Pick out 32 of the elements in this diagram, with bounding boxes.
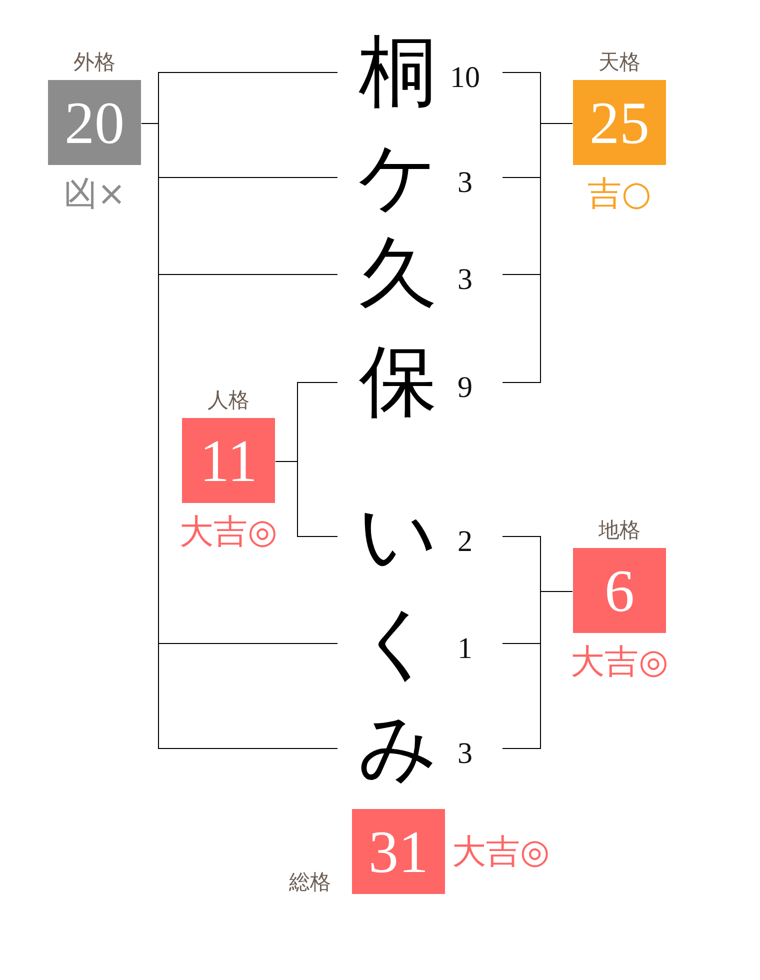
category-label: 人格 xyxy=(208,388,250,412)
fortune-label: 吉○ xyxy=(588,176,652,212)
score-box: 6 xyxy=(573,548,666,633)
name-character: み xyxy=(357,703,439,793)
category-label: 総格 xyxy=(289,870,331,894)
stroke-count: 3 xyxy=(456,168,474,198)
fortune-label: 大吉◎ xyxy=(180,514,278,550)
name-character: く xyxy=(357,598,439,688)
category-label: 外格 xyxy=(74,50,116,74)
fortune-label: 凶× xyxy=(63,176,126,212)
category-label: 天格 xyxy=(598,50,640,74)
connector-line xyxy=(275,461,338,537)
category-label: 地格 xyxy=(598,518,640,542)
score-box: 31 xyxy=(352,809,445,894)
fortune-label: 大吉◎ xyxy=(452,834,550,870)
name-character: い xyxy=(357,491,439,581)
score-box: 25 xyxy=(573,80,666,165)
stroke-count: 9 xyxy=(456,373,474,403)
stroke-count: 2 xyxy=(456,527,474,557)
stroke-count: 1 xyxy=(456,634,474,664)
score-box: 11 xyxy=(182,418,275,503)
stroke-count: 3 xyxy=(456,739,474,769)
name-character: ケ xyxy=(357,132,439,222)
score-box: 20 xyxy=(48,80,141,165)
name-character: 保 xyxy=(358,337,438,427)
connector-line xyxy=(502,123,573,383)
name-character: 久 xyxy=(358,229,438,319)
name-character: 桐 xyxy=(358,27,438,117)
stroke-count: 3 xyxy=(456,265,474,295)
connector-line xyxy=(502,591,573,749)
stroke-count: 10 xyxy=(449,63,481,93)
fortune-label: 大吉◎ xyxy=(570,644,668,680)
